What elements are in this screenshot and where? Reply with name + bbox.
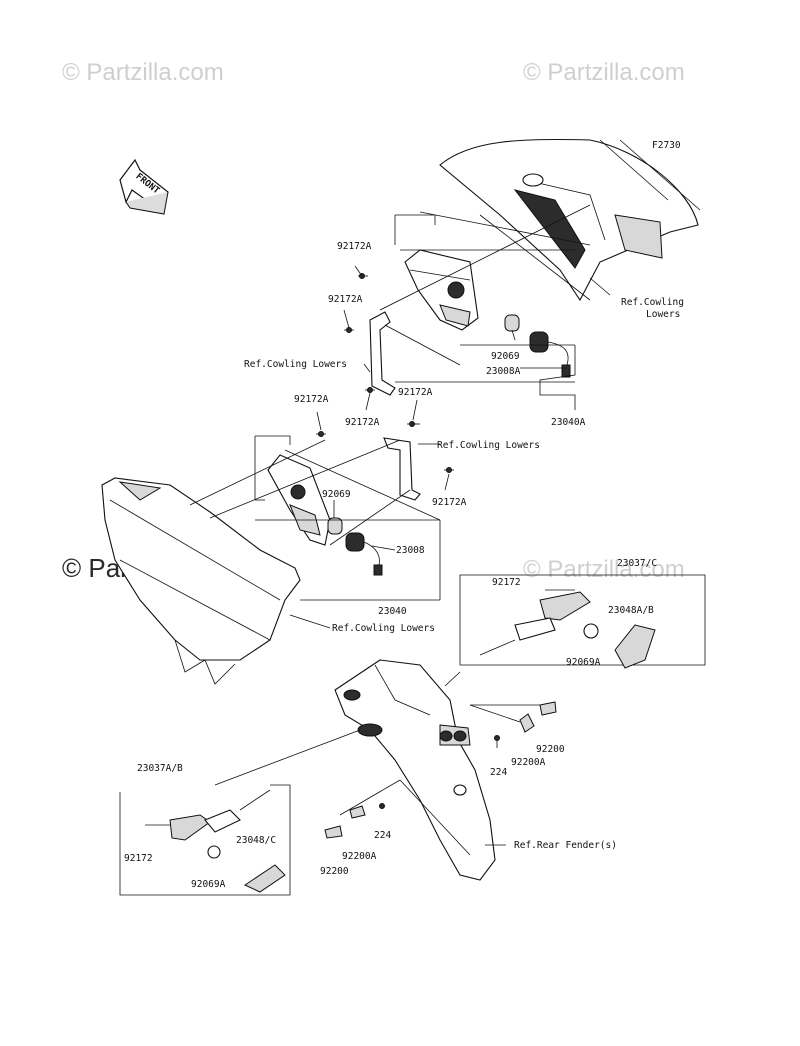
upper-bracket — [369, 311, 396, 396]
screw-224-left — [379, 803, 385, 809]
label-92069-1: 92069 — [491, 351, 520, 362]
socket-23008A — [529, 331, 571, 378]
rear-fender — [334, 659, 496, 881]
front-arrow-icon: FRONT — [119, 158, 169, 215]
label-ref-rear-fender: Ref.Rear Fender(s) — [514, 840, 617, 851]
upper-cowling — [439, 138, 701, 302]
clip-92200A-left — [349, 805, 366, 819]
label-ref-cowling-top-a: Ref.Cowling — [621, 297, 684, 308]
label-92069A-1: 92069A — [566, 657, 601, 668]
label-92069A-2: 92069A — [191, 879, 226, 890]
label-92200-2: 92200 — [320, 866, 349, 877]
label-ref-cowling-top-b: Lowers — [646, 309, 680, 320]
lower-front-turn-signal — [267, 454, 331, 546]
screw-icon-lower — [316, 423, 454, 473]
label-92069-2: 92069 — [322, 489, 351, 500]
figure-code: F2730 — [652, 140, 681, 151]
label-23008: 23008 — [396, 545, 425, 556]
left-cowling — [101, 477, 301, 685]
label-92172A-1: 92172A — [337, 241, 372, 252]
clip-92200-right — [539, 701, 557, 716]
clip-92200A-right — [519, 713, 535, 733]
label-92172A-5: 92172A — [345, 417, 380, 428]
label-92200-1: 92200 — [536, 744, 565, 755]
label-224-1: 224 — [490, 767, 507, 778]
label-23008A: 23008A — [486, 366, 521, 377]
rear-left-turn-signal — [119, 784, 291, 896]
label-92200A-2: 92200A — [342, 851, 377, 862]
label-23048AB: 23048A/B — [608, 605, 654, 616]
label-23037C: 23037/C — [617, 558, 657, 569]
label-ref-cowling-lowers-2: Ref.Cowling Lowers — [437, 440, 540, 451]
label-92172A-2: 92172A — [328, 294, 363, 305]
socket-23008 — [345, 532, 383, 576]
label-92172A-3: 92172A — [294, 394, 329, 405]
label-92172A-4: 92172A — [398, 387, 433, 398]
screw-224-right — [494, 735, 500, 741]
rear-right-turn-signal — [459, 574, 706, 669]
watermark-mid-right: © Partzilla.com — [523, 556, 685, 583]
label-224-2: 224 — [374, 830, 391, 841]
label-23040: 23040 — [378, 606, 407, 617]
lower-bracket — [383, 437, 421, 501]
label-ref-cowling-lowers-1: Ref.Cowling Lowers — [244, 359, 347, 370]
bulb-92069-lower — [327, 517, 343, 535]
watermark-top-right: © Partzilla.com — [523, 59, 685, 86]
label-23048C: 23048/C — [236, 835, 276, 846]
clip-92200-left — [324, 825, 343, 839]
label-92172A-6: 92172A — [432, 497, 467, 508]
label-92172-1: 92172 — [492, 577, 521, 588]
label-92200A-1: 92200A — [511, 757, 546, 768]
label-23037AB: 23037A/B — [137, 763, 183, 774]
label-23040A: 23040A — [551, 417, 586, 428]
upper-front-turn-signal — [404, 249, 479, 331]
label-92172-2: 92172 — [124, 853, 153, 864]
watermark-top-left: © Partzilla.com — [62, 59, 224, 86]
bulb-92069-upper — [504, 314, 520, 332]
label-ref-cowling-lowers-3: Ref.Cowling Lowers — [332, 623, 435, 634]
